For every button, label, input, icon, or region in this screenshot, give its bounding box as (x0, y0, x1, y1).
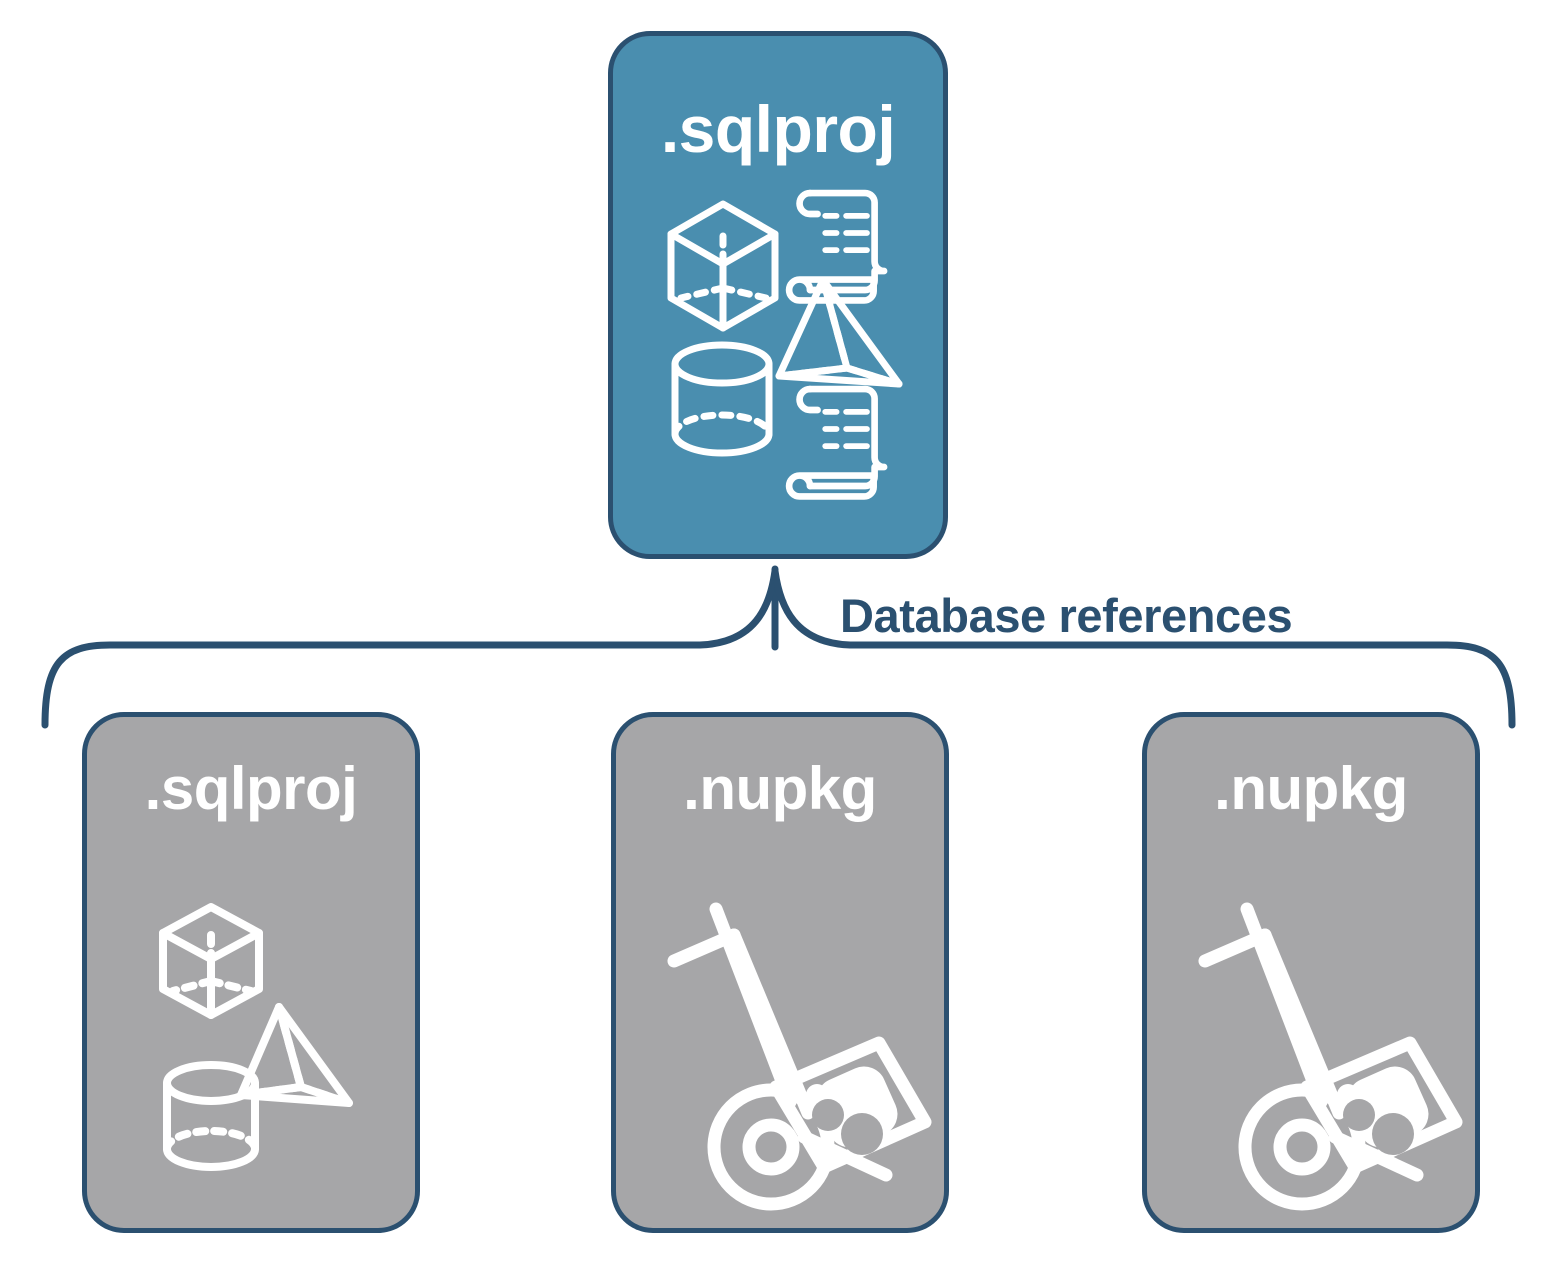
sqlproj-shapes-svg (159, 903, 353, 1171)
node-title: .sqlproj (144, 755, 358, 822)
node-title: .sqlproj (660, 92, 896, 166)
node-reference-nupkg-1[interactable]: .nupkg (611, 712, 949, 1233)
node-sqlproj-root[interactable]: .sqlproj (608, 31, 948, 559)
hand-truck-package-svg (667, 902, 932, 1211)
node-title: .nupkg (1214, 755, 1408, 822)
scroll-icon (785, 385, 888, 500)
cube-icon (159, 903, 263, 1019)
cylinder-icon (163, 1061, 259, 1171)
nupkg-icon-group (1169, 857, 1463, 1211)
nupkg-icon-group (638, 857, 932, 1211)
pyramid-icon (775, 276, 903, 388)
hand-truck-package-icon (1198, 902, 1463, 1211)
nuget-logo-icon (1337, 1066, 1429, 1155)
cube-icon (667, 200, 779, 332)
hand-truck-package-svg (1198, 902, 1463, 1211)
node-reference-nupkg-2[interactable]: .nupkg (1142, 712, 1480, 1233)
sqlproj-shapes-svg (667, 189, 903, 500)
pyramid-icon (237, 1003, 353, 1107)
cylinder-icon (671, 341, 773, 457)
node-reference-sqlproj[interactable]: .sqlproj (82, 712, 420, 1233)
nuget-logo-icon (806, 1066, 898, 1155)
node-title: .nupkg (683, 755, 877, 822)
connector-label: Database references (840, 589, 1293, 642)
sqlproj-icon-group (109, 857, 403, 1197)
scroll-icon (785, 189, 888, 304)
hand-truck-package-icon (667, 902, 932, 1211)
sqlproj-icon-group (663, 176, 913, 500)
